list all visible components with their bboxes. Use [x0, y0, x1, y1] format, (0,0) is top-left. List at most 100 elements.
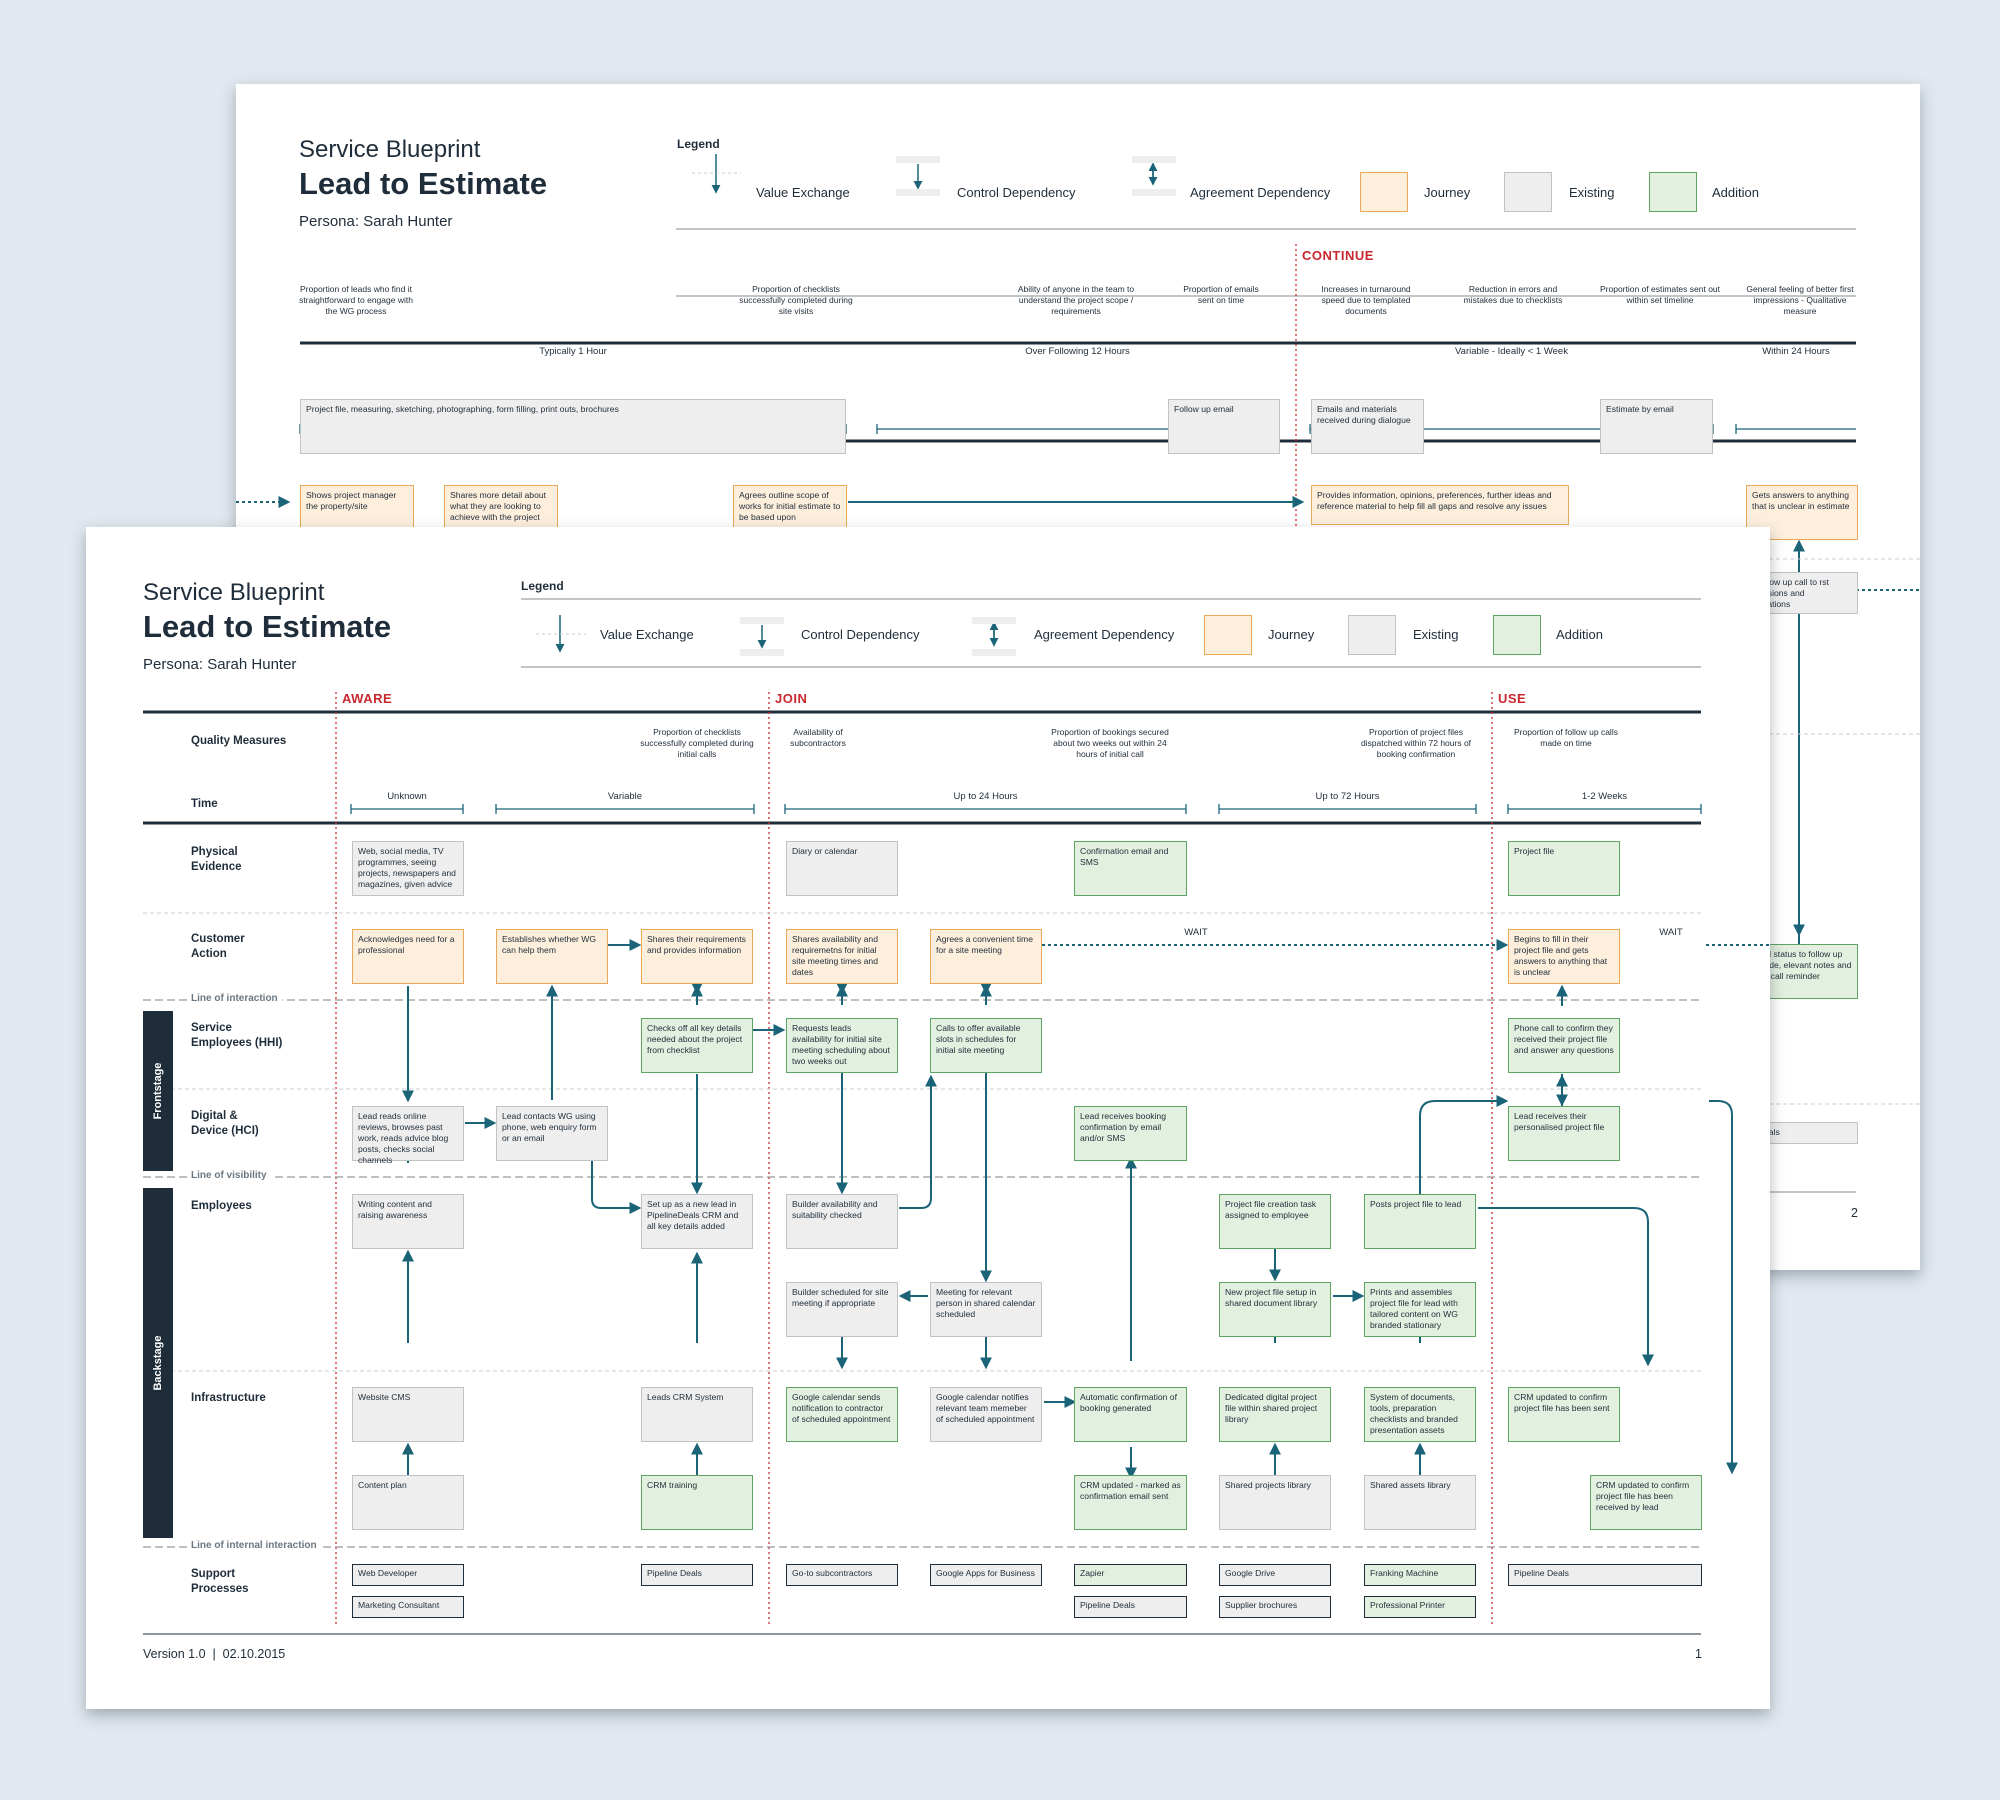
frontstage-label: Frontstage [152, 1062, 164, 1120]
phase-aware: AWARE [342, 691, 393, 706]
infrastructure-box: Leads CRM System [641, 1387, 753, 1442]
infrastructure-box: Content plan [352, 1475, 464, 1530]
line-of-visibility: Line of visibility [191, 1170, 271, 1181]
page-2-legend-value-exchange: Value Exchange [756, 185, 850, 200]
infrastructure-box: Shared projects library [1219, 1475, 1331, 1530]
p2-physical-evidence: Project file, measuring, sketching, phot… [300, 399, 846, 454]
legend-control-dependency: Control Dependency [801, 627, 920, 642]
p2-time-label: Over Following 12 Hours [1025, 346, 1130, 357]
legend-addition: Addition [1556, 627, 1603, 642]
infrastructure-box: Dedicated digital project file within sh… [1219, 1387, 1331, 1442]
page-2-legend-addition-swatch [1649, 172, 1697, 212]
support-process: Supplier brochures [1219, 1596, 1331, 1618]
p2-quality-measure: Proportion of emails sent on time [1183, 284, 1259, 305]
evidence-box: Confirmation email and SMS [1074, 841, 1187, 896]
support-process: Go-to subcontractors [786, 1564, 898, 1586]
service-employee-box: Requests leads availability for initial … [786, 1018, 898, 1073]
infrastructure-box: Website CMS [352, 1387, 464, 1442]
p2-physical-evidence: Estimate by email [1600, 399, 1713, 454]
customer-action-box: Shares their requirements and provides i… [641, 929, 753, 984]
p2-physical-evidence: Follow up email [1168, 399, 1280, 454]
legend-existing: Existing [1413, 627, 1459, 642]
page-2-legend-title: Legend [677, 137, 720, 151]
page-2-legend-existing-swatch [1504, 172, 1552, 212]
p2-quality-measure: Proportion of checklists successfully co… [739, 284, 853, 316]
evidence-box: Diary or calendar [786, 841, 898, 896]
digital-device-box: Lead contacts WG using phone, web enquir… [496, 1106, 608, 1161]
quality-measure: Proportion of follow up calls made on ti… [1514, 727, 1618, 748]
legend-value-exchange: Value Exchange [600, 627, 694, 642]
employee-box: Posts project file to lead [1364, 1194, 1476, 1249]
p2-quality-measure: General feeling of better first impressi… [1746, 284, 1854, 316]
page-2-legend-agreement: Agreement Dependency [1190, 185, 1331, 200]
quality-measure: Availability of subcontractors [790, 727, 846, 748]
phase-use: USE [1498, 691, 1527, 706]
infrastructure-box: Google calendar notifies relevant team m… [930, 1387, 1042, 1442]
frontstage-band: Frontstage [143, 1011, 173, 1171]
legend-journey-swatch [1204, 615, 1252, 655]
infrastructure-box: Shared assets library [1364, 1475, 1476, 1530]
backstage-band: Backstage [143, 1188, 173, 1538]
evidence-box: Project file [1508, 841, 1620, 896]
page-2-persona: Persona: Sarah Hunter [299, 213, 453, 230]
p2-quality-measure: Increases in turnaround speed due to tem… [1321, 284, 1411, 316]
infrastructure-box: CRM updated to confirm project file has … [1590, 1475, 1702, 1530]
quality-measure: Proportion of checklists successfully co… [640, 727, 754, 759]
p2-physical-evidence: Emails and materials received during dia… [1311, 399, 1424, 454]
phase-join: JOIN [775, 691, 808, 706]
wait-label: WAIT [1659, 927, 1683, 938]
employee-box: New project file setup in shared documen… [1219, 1282, 1331, 1337]
page-2-legend-journey: Journey [1424, 185, 1471, 200]
infrastructure-box: System of documents, tools, preparation … [1364, 1387, 1476, 1442]
employee-box: Builder scheduled for site meeting if ap… [786, 1282, 898, 1337]
customer-action-box: Establishes whether WG can help them [496, 929, 608, 984]
wait-label: WAIT [1184, 927, 1208, 938]
support-process: Google Drive [1219, 1564, 1331, 1586]
time-label: Up to 72 Hours [1315, 791, 1380, 802]
lane-support-processes: Support Processes [191, 1568, 249, 1595]
customer-action-box: Agrees a convenient time for a site meet… [930, 929, 1042, 984]
service-employee-box: Checks off all key details needed about … [641, 1018, 753, 1073]
page-2-legend-control: Control Dependency [957, 185, 1076, 200]
page-title: Lead to Estimate [143, 609, 392, 644]
evidence-box: Web, social media, TV programmes, seeing… [352, 841, 464, 896]
blueprint-page-1: Service Blueprint Lead to Estimate Perso… [86, 527, 1770, 1709]
lane-customer-action: Customer Action [191, 933, 245, 960]
page-2-legend-existing: Existing [1569, 185, 1615, 200]
page-2-title: Lead to Estimate [299, 166, 548, 201]
lane-digital-device: Digital & Device (HCI) [191, 1110, 259, 1137]
lane-employees: Employees [191, 1200, 252, 1212]
page-2-legend-addition: Addition [1712, 185, 1759, 200]
time-label: Unknown [387, 791, 427, 802]
lane-infrastructure: Infrastructure [191, 1392, 266, 1404]
phase-continue: CONTINUE [1302, 248, 1374, 263]
service-employee-box: Calls to offer available slots in schedu… [930, 1018, 1042, 1073]
infrastructure-box: CRM updated - marked as confirmation ema… [1074, 1475, 1187, 1530]
p2-quality-measure: Proportion of estimates sent out within … [1600, 284, 1721, 305]
page-2-number: 2 [1851, 1206, 1858, 1220]
digital-device-box: Lead reads online reviews, browses past … [352, 1106, 464, 1165]
customer-action-box: Begins to fill in their project file and… [1508, 929, 1620, 984]
page-number: 1 [1695, 1647, 1702, 1661]
p2-quality-measure: Ability of anyone in the team to underst… [1017, 284, 1135, 316]
version-footer: Version 1.0 | 02.10.2015 [143, 1647, 286, 1661]
time-label: 1-2 Weeks [1581, 791, 1628, 802]
page-title-small: Service Blueprint [143, 579, 325, 606]
support-process: Marketing Consultant [352, 1596, 464, 1618]
lane-quality-measures: Quality Measures [191, 735, 287, 747]
lane-time: Time [191, 798, 218, 810]
support-process: Google Apps for Business [930, 1564, 1042, 1586]
time-label: Up to 24 Hours [953, 791, 1018, 802]
legend-agreement-dependency: Agreement Dependency [1034, 627, 1175, 642]
digital-device-box: Lead receives booking confirmation by em… [1074, 1106, 1187, 1161]
p2-customer-action: Gets answers to anything that is unclear… [1746, 485, 1858, 540]
digital-device-box: Lead receives their personalised project… [1508, 1106, 1620, 1161]
p2-customer-action: Shares more detail about what they are l… [444, 485, 558, 540]
backstage-label: Backstage [152, 1335, 164, 1391]
employee-box: Builder availability and suitability che… [786, 1194, 898, 1249]
legend-addition-swatch [1493, 615, 1541, 655]
p2-time-label: Typically 1 Hour [539, 346, 607, 357]
quality-measure: Proportion of bookings secured about two… [1051, 727, 1169, 759]
lane-service-employees: Service Employees (HHI) [191, 1022, 283, 1049]
p2-quality-measure: Proportion of leads who find it straight… [299, 284, 413, 316]
